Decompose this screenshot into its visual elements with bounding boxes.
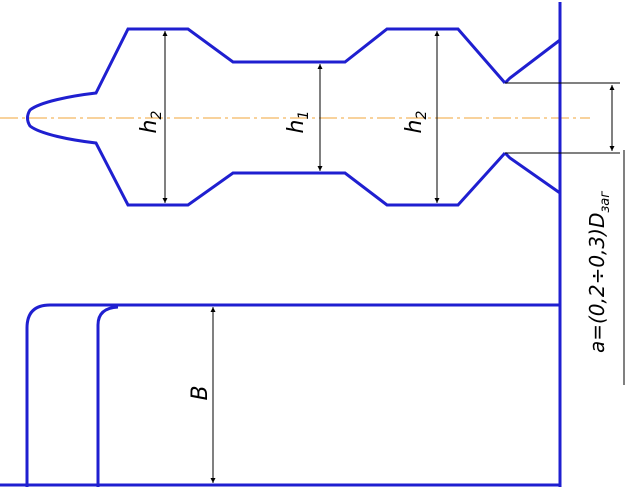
label-h2-right-sub: 2	[414, 110, 430, 119]
part-profile-main	[26, 27, 507, 207]
label-h2-right: h2	[402, 110, 430, 133]
label-h2-left-base: h	[137, 119, 162, 133]
label-h2-right-base: h	[402, 119, 427, 133]
label-h1-base: h	[284, 119, 309, 133]
label-formula-main: a=(0,2÷0,3)D	[585, 213, 609, 353]
blank-block-inner	[96, 305, 119, 487]
part-profile-lower-notch	[503, 151, 561, 195]
label-formula-sub: заг	[598, 191, 613, 213]
blank-block-outer	[25, 303, 560, 487]
label-formula-a: a=(0,2÷0,3)Dзаг	[585, 191, 613, 353]
part-profile-outline	[503, 38, 561, 85]
label-h2-left-sub: 2	[149, 110, 165, 119]
label-h2-left: h2	[137, 110, 165, 133]
label-h1-sub: 1	[296, 111, 312, 120]
label-h1: h1	[284, 111, 312, 134]
label-B: B	[188, 385, 213, 400]
